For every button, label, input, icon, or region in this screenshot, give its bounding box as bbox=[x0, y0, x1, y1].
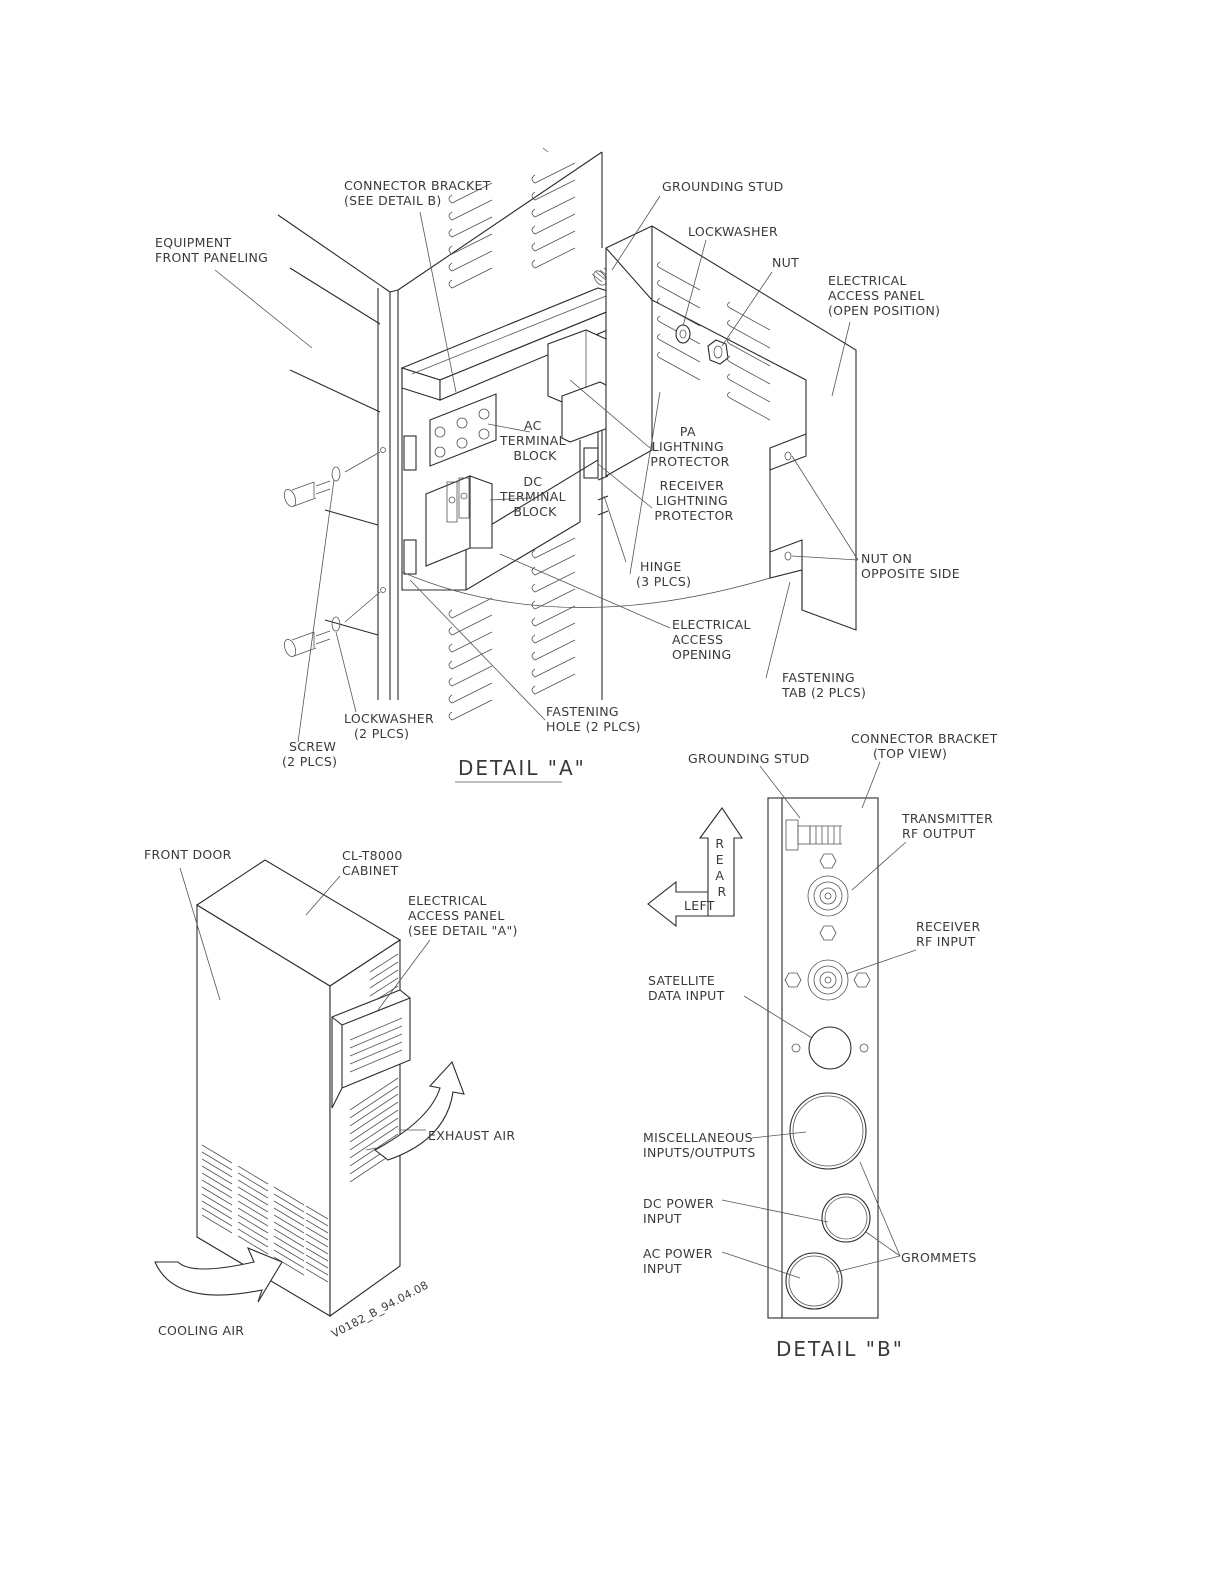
label-transmitter-rf-output: TRANSMITTER RF OUTPUT bbox=[901, 811, 997, 841]
label-receiver-lightning-protector: RECEIVER LIGHTNING PROTECTOR bbox=[654, 478, 733, 523]
detail-a-drawing bbox=[277, 147, 857, 721]
label-misc-io: MISCELLANEOUS INPUTS/OUTPUTS bbox=[643, 1130, 757, 1160]
detail-a-title: DETAIL "A" bbox=[458, 756, 586, 780]
label-grommets: GROMMETS bbox=[901, 1250, 977, 1265]
label-cooling-air: COOLING AIR bbox=[158, 1323, 244, 1338]
label-nut: NUT bbox=[772, 255, 799, 270]
label-direction-rear: R E A R bbox=[715, 836, 728, 899]
label-connector-bracket: CONNECTOR BRACKET (SEE DETAIL B) bbox=[344, 178, 495, 208]
detail-a-labels: CONNECTOR BRACKET (SEE DETAIL B) EQUIPME… bbox=[155, 178, 960, 783]
label-receiver-rf-input: RECEIVER RF INPUT bbox=[916, 919, 985, 949]
label-lockwasher-bottom: LOCKWASHER (2 PLCS) bbox=[344, 711, 438, 741]
label-screw: SCREW (2 PLCS) bbox=[282, 739, 340, 769]
detail-b-drawing bbox=[647, 761, 917, 1319]
cabinet-drawing bbox=[154, 859, 465, 1318]
detail-a-leaders bbox=[214, 195, 859, 743]
label-dc-power-input: DC POWER INPUT bbox=[643, 1196, 718, 1226]
label-direction-left: LEFT bbox=[684, 898, 715, 913]
label-satellite-data-input: SATELLITE DATA INPUT bbox=[648, 973, 725, 1003]
label-grounding-stud: GROUNDING STUD bbox=[662, 179, 784, 194]
label-hinge: HINGE (3 PLCS) bbox=[636, 559, 691, 589]
label-equipment-front-paneling: EQUIPMENT FRONT PANELING bbox=[155, 235, 268, 265]
label-fastening-hole: FASTENING HOLE (2 PLCS) bbox=[546, 704, 641, 734]
label-connector-bracket-top-view: CONNECTOR BRACKET (TOP VIEW) bbox=[851, 731, 1002, 761]
label-fastening-tab: FASTENING TAB (2 PLCS) bbox=[781, 670, 866, 700]
label-front-door: FRONT DOOR bbox=[144, 847, 232, 862]
label-electrical-access-panel: ELECTRICAL ACCESS PANEL (OPEN POSITION) bbox=[828, 273, 940, 318]
detail-b-labels: LEFT R E A R GROUNDING STUD CONNECTOR BR… bbox=[643, 731, 1002, 1361]
detail-b-title: DETAIL "B" bbox=[776, 1337, 904, 1361]
cabinet-labels: FRONT DOOR CL-T8000 CABINET ELECTRICAL A… bbox=[144, 847, 518, 1341]
label-grounding-stud-b: GROUNDING STUD bbox=[688, 751, 810, 766]
label-dc-terminal-block: DC TERMINAL BLOCK bbox=[499, 474, 570, 519]
label-ac-power-input: AC POWER INPUT bbox=[643, 1246, 717, 1276]
label-lockwasher-top: LOCKWASHER bbox=[688, 224, 778, 239]
label-ac-terminal-block: AC TERMINAL BLOCK bbox=[499, 418, 570, 463]
label-pa-lightning-protector: PA LIGHTNING PROTECTOR bbox=[650, 424, 729, 469]
label-electrical-access-panel-see-a: ELECTRICAL ACCESS PANEL (SEE DETAIL "A") bbox=[408, 893, 518, 938]
label-exhaust-air: EXHAUST AIR bbox=[428, 1128, 515, 1143]
label-nut-on-opposite-side: NUT ON OPPOSITE SIDE bbox=[861, 551, 960, 581]
label-cabinet: CL-T8000 CABINET bbox=[342, 848, 407, 878]
label-electrical-access-opening: ELECTRICAL ACCESS OPENING bbox=[672, 617, 755, 662]
